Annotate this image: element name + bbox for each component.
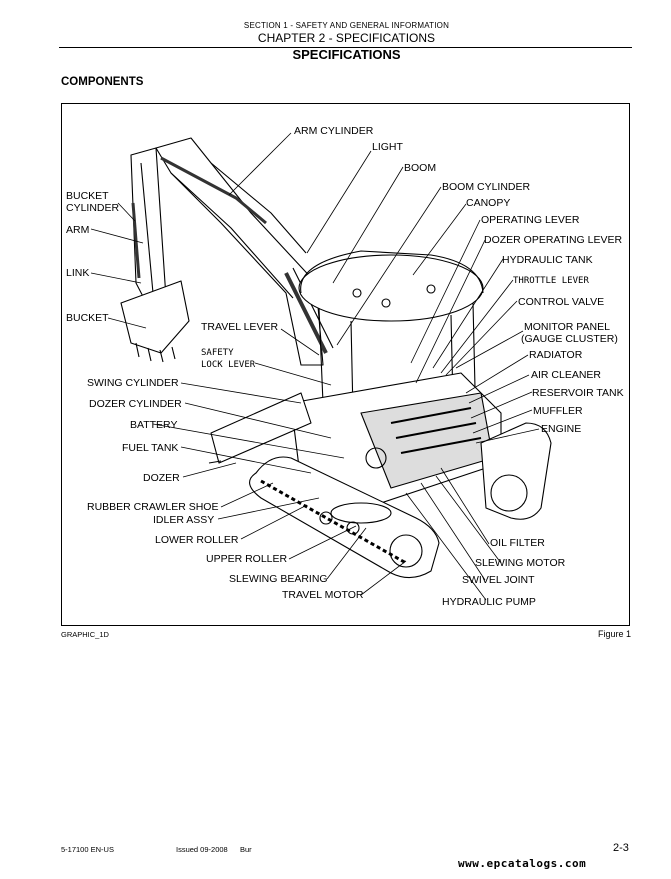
graphic-id: GRAPHIC_1D: [61, 630, 109, 639]
label-rubber-crawler-shoe: RUBBER CRAWLER SHOE: [87, 501, 219, 513]
label-arm: ARM: [66, 224, 90, 236]
label-lower-roller: LOWER ROLLER: [155, 534, 239, 546]
watermark: www.epcatalogs.com: [458, 857, 587, 870]
label-swing-cylinder: SWING CYLINDER: [87, 377, 179, 389]
label-engine: ENGINE: [541, 423, 582, 435]
section-header: SECTION 1 - SAFETY AND GENERAL INFORMATI…: [243, 21, 450, 30]
label-slewing-motor: SLEWING MOTOR: [475, 557, 566, 569]
issued-date: Issued 09-2008: [176, 845, 228, 854]
figure-frame: [61, 103, 630, 626]
label-bucket-cylinder-1: BUCKET: [66, 190, 109, 202]
label-fuel-tank: FUEL TANK: [122, 442, 179, 454]
label-control-valve: CONTROL VALVE: [518, 296, 605, 308]
label-hydraulic-pump: HYDRAULIC PUMP: [442, 596, 536, 608]
label-link: LINK: [66, 267, 90, 279]
label-boom-cylinder: BOOM CYLINDER: [442, 181, 531, 193]
excavator-illustration: [90, 132, 552, 601]
label-swivel-joint: SWIVEL JOINT: [462, 574, 535, 586]
label-slewing-bearing: SLEWING BEARING: [229, 573, 328, 585]
figure-caption: Figure 1: [598, 629, 632, 639]
page-number: 2-3: [613, 842, 629, 854]
label-air-cleaner: AIR CLEANER: [531, 369, 602, 381]
label-throttle-lever: THROTTLE LEVER: [513, 276, 589, 286]
label-canopy: CANOPY: [466, 197, 511, 209]
label-travel-motor: TRAVEL MOTOR: [282, 589, 364, 601]
label-oil-filter: OIL FILTER: [490, 537, 545, 549]
label-gauge-cluster: (GAUGE CLUSTER): [521, 333, 618, 345]
label-reservoir-tank: RESERVOIR TANK: [532, 387, 624, 399]
label-safety: SAFETY: [201, 348, 234, 358]
header-rule: [59, 47, 632, 48]
label-radiator: RADIATOR: [529, 349, 583, 361]
label-dozer: DOZER: [143, 472, 180, 484]
label-lock-lever: LOCK LEVER: [201, 360, 256, 370]
label-upper-roller: UPPER ROLLER: [206, 553, 288, 565]
page-title: SPECIFICATIONS: [292, 47, 401, 62]
label-bucket: BUCKET: [66, 312, 109, 324]
label-bucket-cylinder-2: CYLINDER: [66, 202, 120, 214]
label-monitor-panel: MONITOR PANEL: [524, 321, 610, 333]
section-title: COMPONENTS: [61, 76, 144, 88]
label-arm-cylinder: ARM CYLINDER: [294, 125, 374, 137]
chapter-header: CHAPTER 2 - SPECIFICATIONS: [257, 31, 436, 45]
label-dozer-operating-lever: DOZER OPERATING LEVER: [484, 234, 623, 246]
label-hydraulic-tank: HYDRAULIC TANK: [502, 254, 593, 266]
label-battery: BATTERY: [130, 419, 178, 431]
label-travel-lever: TRAVEL LEVER: [201, 321, 279, 333]
label-operating-lever: OPERATING LEVER: [481, 214, 580, 226]
label-muffler: MUFFLER: [533, 405, 583, 417]
label-dozer-cylinder: DOZER CYLINDER: [89, 398, 182, 410]
doc-number: 5-17100 EN-US: [61, 845, 114, 854]
issued-suffix: Bur: [240, 845, 252, 854]
label-boom: BOOM: [404, 162, 437, 174]
label-light: LIGHT: [372, 141, 403, 153]
label-idler-assy: IDLER ASSY: [153, 514, 215, 526]
